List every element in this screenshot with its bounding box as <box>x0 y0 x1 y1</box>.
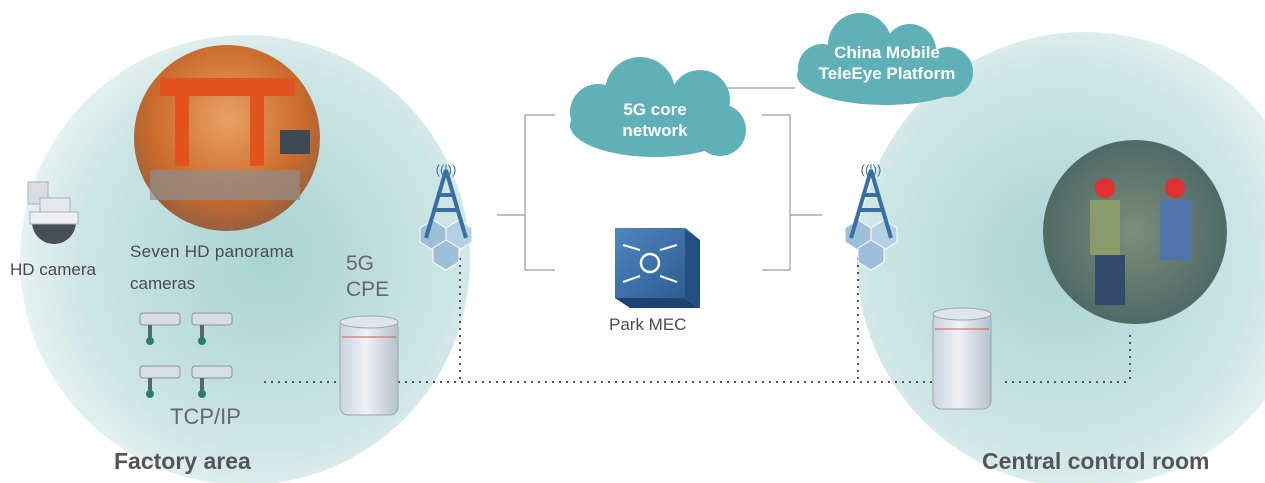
bullet-camera-icon <box>139 312 233 398</box>
cpe-device-icon <box>339 315 399 416</box>
dome-camera-icon <box>27 181 79 244</box>
park-mec-label: Park MEC <box>609 315 687 334</box>
teleeye-cloud <box>797 13 973 105</box>
teleeye-line1: China Mobile <box>834 43 940 62</box>
cpe-label-line1: 5G <box>346 252 375 275</box>
core-network-text: 5G core network <box>590 99 720 142</box>
cpe-device-icon <box>932 307 992 410</box>
control-room-label: Central control room <box>982 448 1210 474</box>
hd-camera-label: HD camera <box>10 260 96 279</box>
teleeye-line2: TeleEye Platform <box>818 64 956 84</box>
cpe-label-line2: CPE <box>346 278 390 301</box>
teleeye-text: China Mobile TeleEye Platform <box>795 42 979 85</box>
core-network-cloud <box>570 57 746 157</box>
control-room-photo <box>1043 140 1227 324</box>
svg-text:((|)): ((|)) <box>861 162 882 177</box>
panorama-cameras-label-line2: cameras <box>130 274 196 293</box>
factory-photo <box>134 45 320 231</box>
core-network-line2: network <box>622 121 688 141</box>
antenna-tower-icon: ((|)) <box>419 162 473 271</box>
tcp-ip-label: TCP/IP <box>170 404 241 429</box>
mec-server-icon <box>615 228 700 308</box>
core-network-line1: 5G core <box>623 100 687 119</box>
antenna-tower-icon: ((|)) <box>844 162 898 271</box>
dotted-links <box>264 258 1131 383</box>
factory-area-label: Factory area <box>114 448 251 474</box>
panorama-cameras-label-line1: Seven HD panorama <box>130 242 294 261</box>
network-links <box>497 87 822 271</box>
svg-text:((|)): ((|)) <box>436 162 457 177</box>
